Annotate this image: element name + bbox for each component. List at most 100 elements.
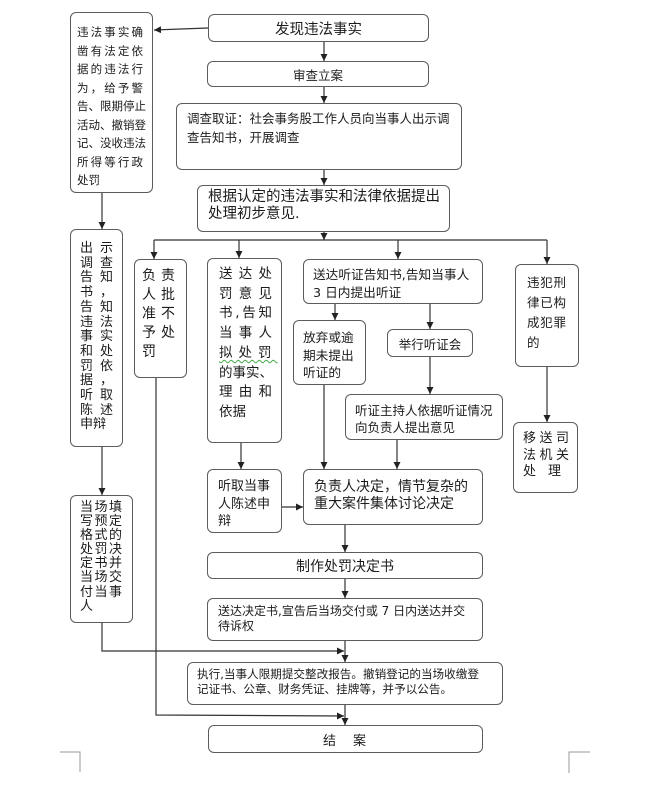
text-line: 向负责人提出意见: [355, 419, 456, 435]
text-line: 处罚决: [80, 543, 122, 557]
glyph: 凿: [77, 43, 89, 58]
text-line: 所得等行政: [77, 153, 143, 172]
glyph: 违: [104, 62, 116, 76]
glyph: 、: [88, 99, 101, 113]
glyph: 处: [161, 325, 175, 341]
node-summary-penalty-text: 违法事实确凿有法定依据的违法行为，给予警告、限期停止活动、撤销登记、没收违法所得…: [77, 23, 146, 190]
glyph: 的: [108, 528, 122, 544]
glyph: 予: [117, 80, 130, 95]
text-line: 待诉权: [218, 619, 255, 633]
text-line: 理由和: [219, 383, 272, 403]
glyph: 告: [80, 299, 94, 315]
node-investigate: 调查取证：社会事务股工作人员向当事人出示调查告知书，开展调查: [176, 103, 462, 170]
text-line: 人陈述申: [218, 496, 271, 512]
text-line: 负责人决定，情节复杂的: [314, 479, 468, 495]
glyph: 告: [77, 99, 89, 113]
glyph: 违: [527, 275, 540, 290]
node-hold-hearing-text: 举行听证会: [398, 336, 462, 352]
text-line: 定书并: [80, 557, 122, 571]
node-make-decision-doc: 制作处罚决定书: [207, 552, 483, 579]
glyph: 律: [527, 295, 540, 310]
text-line: 出示: [80, 241, 113, 257]
node-preliminary-opinion-text: 根据认定的违法事实和法律依据提出处理初步意见.: [208, 189, 440, 223]
text-line: 查告知书，开展调查: [187, 130, 300, 145]
glyph: ,: [235, 305, 240, 322]
text-line: 罚意见: [219, 285, 272, 305]
text-line: 当事人: [219, 324, 272, 344]
glyph: 式: [94, 528, 108, 544]
glyph: 达: [238, 266, 253, 282]
text-line: 拟处罚: [219, 344, 278, 361]
text-line: 罚依: [80, 358, 113, 375]
glyph: 预: [94, 514, 108, 530]
text-line: 律已构: [527, 293, 566, 313]
glyph: 罪: [553, 315, 566, 330]
glyph: 法: [523, 447, 537, 463]
text-line: 付当事: [80, 584, 122, 600]
node-make-decision-doc-text: 制作处罚决定书: [296, 558, 394, 575]
text-line: 凿有法定依: [77, 42, 143, 61]
glyph: 实: [117, 25, 130, 39]
page-corner-mark-left: [60, 751, 81, 772]
text-line: 听证主持人依据听证情况: [355, 403, 493, 418]
glyph: 司: [555, 431, 569, 446]
text-line: 送达听证告知书,告知当事人: [313, 267, 470, 282]
text-line: 听取: [80, 388, 113, 404]
glyph: 行: [117, 154, 130, 169]
glyph: 处: [80, 542, 94, 558]
text-line: 的事实、: [219, 364, 273, 384]
node-onsite-decision: 当场填写预定格式的处罚决定书并当场交付当事人: [70, 495, 133, 623]
glyph: 准: [142, 306, 156, 322]
glyph: 依: [99, 358, 113, 374]
text-line: 处罚: [77, 173, 100, 187]
glyph: 付: [80, 584, 94, 600]
glyph: 事: [238, 325, 253, 342]
text-line: 辩: [218, 514, 232, 529]
glyph: 依: [131, 43, 144, 58]
text-line: 记证书、公章、财务凭证、挂牌等，并予以公告。: [197, 682, 453, 696]
node-no-penalty: 负责人批准不予处罚: [134, 259, 187, 378]
glyph: 送: [539, 431, 553, 446]
glyph: 当: [80, 570, 94, 586]
node-hold-hearing: 举行听证会: [387, 329, 473, 357]
text-line: 处理初步意见.: [208, 206, 300, 222]
text-line: 听取当事: [218, 479, 271, 494]
text-line: 处理: [523, 464, 574, 480]
glyph: 见: [258, 285, 273, 302]
glyph: 登: [134, 117, 147, 132]
glyph: 的: [90, 62, 103, 76]
text-line: 送达决定书,宣告后当场交付或 7 日内送达并交: [218, 604, 466, 618]
glyph: 关: [555, 447, 569, 463]
text-line: 当场填: [80, 500, 122, 515]
glyph: 法: [134, 136, 147, 150]
node-discover-violation: 发现违法事实: [208, 14, 429, 42]
text-line: 的: [527, 335, 540, 350]
glyph: 机: [539, 447, 553, 463]
glyph: 动: [88, 117, 101, 132]
node-review-register: 审查立案: [207, 61, 429, 87]
text-line: 负责: [142, 267, 175, 286]
node-show-notice-text: 出示调查告知书，告知违法事实和处罚依据，听取陈述申辩: [80, 241, 113, 433]
text-line: 送达处: [219, 265, 272, 285]
glyph: 犯: [540, 275, 553, 290]
glyph: 所: [77, 154, 89, 169]
glyph: 告: [80, 270, 94, 286]
node-close-case-text: 结 案: [322, 733, 368, 749]
node-summary-penalty: 违法事实确凿有法定依据的违法行为，给予警告、限期停止活动、撤销登记、没收违法所得…: [70, 12, 153, 193]
text-line: 记、没收违法: [77, 134, 146, 153]
glyph: ，: [90, 80, 103, 95]
glyph: 收: [111, 136, 124, 150]
node-hearing-opinion-text: 听证主持人依据听证情况向负责人提出意见: [355, 403, 493, 436]
glyph: 予: [142, 325, 156, 341]
node-no-penalty-text: 负责人批准不予处罚: [142, 267, 175, 362]
glyph: 处: [258, 266, 273, 282]
glyph: 交: [108, 570, 122, 586]
node-hearing-opinion: 听证主持人依据听证情况向负责人提出意见: [345, 394, 503, 440]
glyph: 场: [94, 570, 108, 586]
glyph: 知: [258, 305, 273, 322]
text-line: 期未提出: [303, 347, 354, 363]
glyph: 期: [111, 99, 124, 113]
glyph: 限: [100, 99, 112, 113]
glyph: 活: [77, 117, 89, 132]
glyph: 定: [117, 43, 130, 58]
